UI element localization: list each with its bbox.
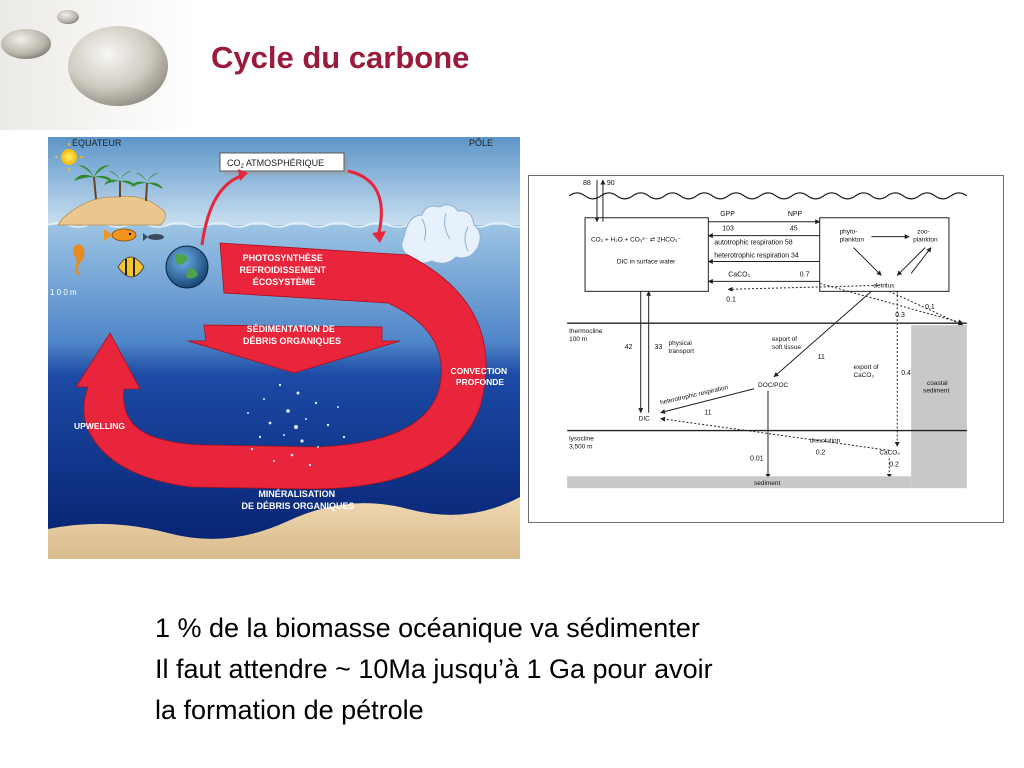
deep-respiration-label: heterotrophic respiration	[659, 384, 729, 407]
atmosphere-to-ocean-arrow	[347, 169, 383, 238]
thermocline-label: thermocline 100 m	[569, 328, 604, 343]
deep-caco3-label: CaCO₃	[879, 449, 900, 456]
depth-label: 1 0 0 m	[50, 288, 77, 297]
caco3-label: CaCO₃	[728, 271, 750, 278]
coastal-sediment-label: coastal sediment	[923, 380, 949, 395]
gpp-label: GPP	[720, 211, 735, 218]
sea-surface-wave	[568, 192, 968, 200]
small-fish-icon	[143, 233, 164, 241]
body-line-sedimentation: 1 % de la biomasse océanique va sédiment…	[155, 613, 700, 643]
surface-dic-box	[584, 217, 709, 292]
doc-poc-label: DOC/POC	[758, 382, 788, 389]
zoo-label: zoo- plankton	[913, 229, 938, 244]
dissolution-value: 0.2	[816, 449, 826, 456]
seahorse-icon	[73, 244, 85, 275]
sinking-particles	[247, 383, 346, 467]
carbon-flux-diagram: 88 90 CO₂ + H₂O + CO₃²⁻ ⇄ 2HCO₃⁻ DIC in …	[528, 175, 1004, 523]
fish-icon	[104, 228, 137, 242]
circulation-band	[75, 242, 487, 490]
earth-globe-icon	[165, 245, 209, 289]
physical-up-value: 33	[655, 344, 663, 351]
carbonate-equation: CO₂ + H₂O + CO₃²⁻ ⇄ 2HCO₃⁻	[591, 237, 681, 244]
heterotrophic-respiration-surface: heterotrophic respiration 34	[714, 253, 799, 260]
dissolution-arrow	[660, 416, 890, 451]
pebble-small	[57, 10, 79, 24]
dissolution-label: dissolution	[810, 437, 841, 444]
body-line-petroleum: la formation de pétrole	[155, 695, 424, 725]
sediment-burial-value: 0.01	[750, 455, 764, 462]
palm-tree-icon	[74, 165, 163, 202]
npp-label: NPP	[788, 211, 803, 218]
autotrophic-respiration: autotrophic respiration 58	[714, 240, 792, 247]
right-flux-b-value: 0.3	[895, 312, 905, 319]
sediment-label: sediment	[754, 480, 780, 487]
ocean-to-atmosphere-arrow	[200, 173, 245, 246]
npp-value: 45	[790, 226, 798, 233]
convection-label: CONVECTION PROFONDE	[450, 366, 509, 387]
deep-caco3-value: 0.2	[889, 461, 899, 468]
photosynthesis-label: PHOTOSYNTHÈSE REFROIDISSEMENT ÉCOSYSTÈME	[239, 253, 328, 287]
sedimentation-arrow	[187, 324, 401, 374]
coastal-sediment-block	[911, 325, 967, 489]
slide-body: 1 % de la biomasse océanique va sédiment…	[155, 608, 915, 731]
gpp-value: 103	[722, 226, 734, 233]
air-sea-in-value: 88	[583, 180, 591, 187]
physical-transport-label: physical transport	[669, 340, 695, 355]
island	[57, 195, 166, 226]
caco3-export-label: export of CaCO₃	[853, 364, 880, 379]
equator-label: ÉQUATEUR	[72, 138, 122, 148]
deep-respiration-value: 11	[704, 410, 711, 417]
striped-fish-icon	[117, 256, 145, 278]
physical-down-value: 42	[625, 344, 633, 351]
iceberg-icon	[401, 204, 481, 264]
sun-rays-icon	[55, 143, 83, 171]
right-flux-a-value: 0.1	[925, 304, 935, 311]
sedimentation-label: SÉDIMENTATION DE DÉBRIS ORGANIQUES	[243, 324, 341, 346]
mineralisation-label: MINÉRALISATION DE DÉBRIS ORGANIQUES	[241, 489, 354, 511]
plankton-box	[819, 217, 950, 292]
pebble-large	[68, 26, 168, 106]
soft-tissue-export-arrow	[773, 290, 872, 378]
sediment-bar	[567, 476, 912, 489]
slide-title: Cycle du carbone	[211, 40, 470, 75]
pole-label: PÔLE	[469, 138, 493, 148]
decorative-pebbles	[0, 0, 200, 130]
body-line-timescale: Il faut attendre ~ 10Ma jusqu’à 1 Ga pou…	[155, 654, 713, 684]
air-sea-out-value: 90	[607, 180, 615, 187]
deep-dic-label: DIC	[639, 416, 650, 423]
lysocline-label: lysocline 3,500 m	[569, 435, 596, 450]
caco3-value: 0.7	[800, 271, 810, 278]
caco3-export-value: 0.4	[901, 370, 911, 377]
soft-tissue-label: export of soft tissue	[772, 336, 801, 351]
ocean-carbon-diagram: ÉQUATEUR PÔLE 1 0 0 m	[48, 137, 520, 559]
left-small-flux-value: 0.1	[726, 296, 736, 303]
atmosphere-co2-label: CO2 ATMOSPHÉRIQUE	[227, 158, 324, 170]
phyto-label: phyto- plankton	[840, 229, 865, 244]
sun-icon	[61, 149, 77, 165]
sand-bottom	[48, 497, 520, 559]
detritus-label: detritus	[873, 282, 894, 289]
surface-dic-label: DIC in surface water	[617, 258, 676, 265]
pebble-medium	[1, 29, 51, 59]
soft-tissue-value: 11	[818, 354, 825, 361]
upwelling-label: UPWELLING	[74, 421, 125, 431]
